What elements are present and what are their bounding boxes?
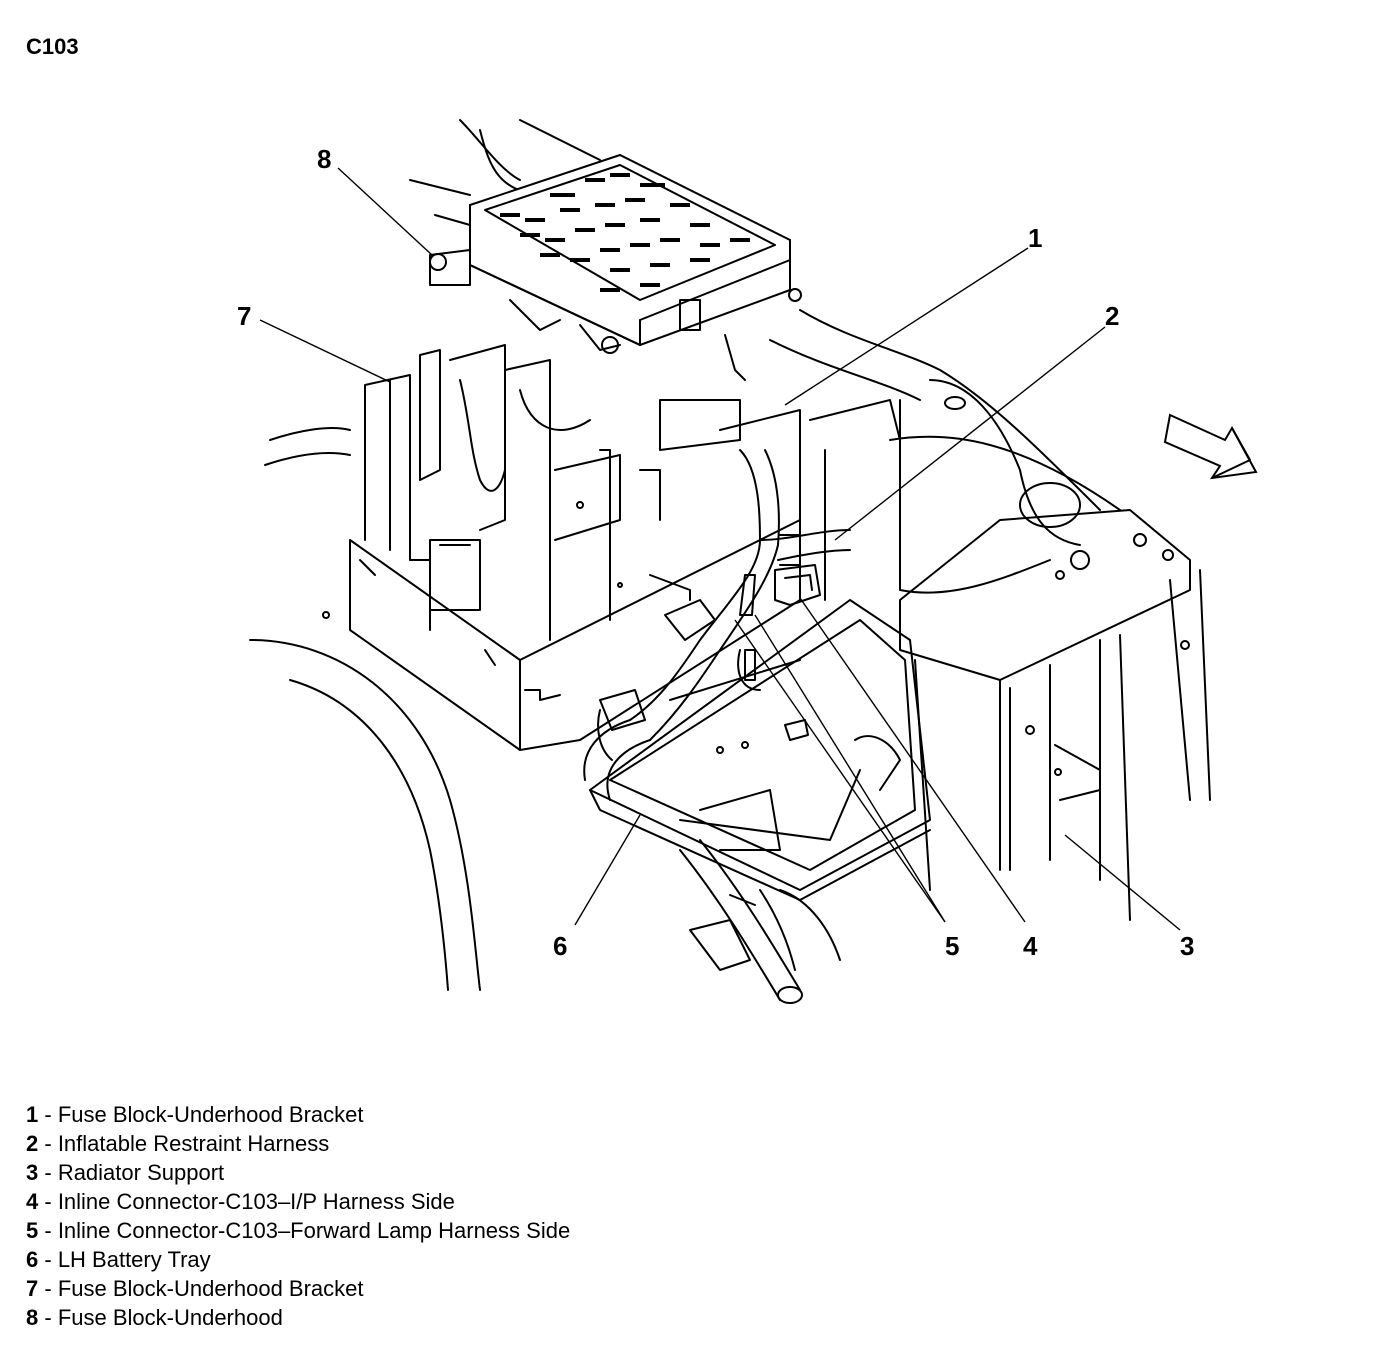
legend-item-1: 1 - Fuse Block-Underhood Bracket — [26, 1102, 364, 1127]
legend-item-5: 5 - Inline Connector-C103–Forward Lamp H… — [26, 1218, 571, 1243]
legend-item-2: 2 - Inflatable Restraint Harness — [26, 1131, 330, 1156]
callout-2: 2 — [1105, 301, 1119, 331]
legend-item-6: 6 - LH Battery Tray — [26, 1247, 211, 1272]
callout-8: 8 — [317, 144, 331, 174]
legend-item-8: 8 - Fuse Block-Underhood — [26, 1305, 283, 1330]
callout-labels: 1 2 3 4 5 6 7 8 — [237, 144, 1194, 961]
callout-3: 3 — [1180, 931, 1194, 961]
component-diagram: 1 2 3 4 5 6 7 8 — [237, 119, 1258, 1004]
lh-battery-tray — [589, 599, 931, 901]
callout-5: 5 — [945, 931, 959, 961]
legend-item-4: 4 - Inline Connector-C103–I/P Harness Si… — [26, 1189, 455, 1214]
fuse-block-bracket — [322, 344, 901, 751]
radiator-support — [769, 309, 1211, 921]
callout-1: 1 — [1028, 223, 1042, 253]
legend: 1 - Fuse Block-Underhood Bracket 2 - Inf… — [26, 1100, 570, 1332]
fender-lines — [249, 119, 601, 991]
coolant-hose — [679, 839, 841, 1004]
legend-item-7: 7 - Fuse Block-Underhood Bracket — [26, 1276, 364, 1301]
callout-7: 7 — [237, 301, 251, 331]
page-title: C103 — [26, 34, 79, 59]
front-arrow-icon — [1163, 413, 1258, 480]
callout-6: 6 — [553, 931, 567, 961]
fuse-block-underhood — [429, 153, 802, 381]
leader-lines — [259, 167, 1181, 931]
callout-4: 4 — [1023, 931, 1038, 961]
legend-item-3: 3 - Radiator Support — [26, 1160, 225, 1185]
